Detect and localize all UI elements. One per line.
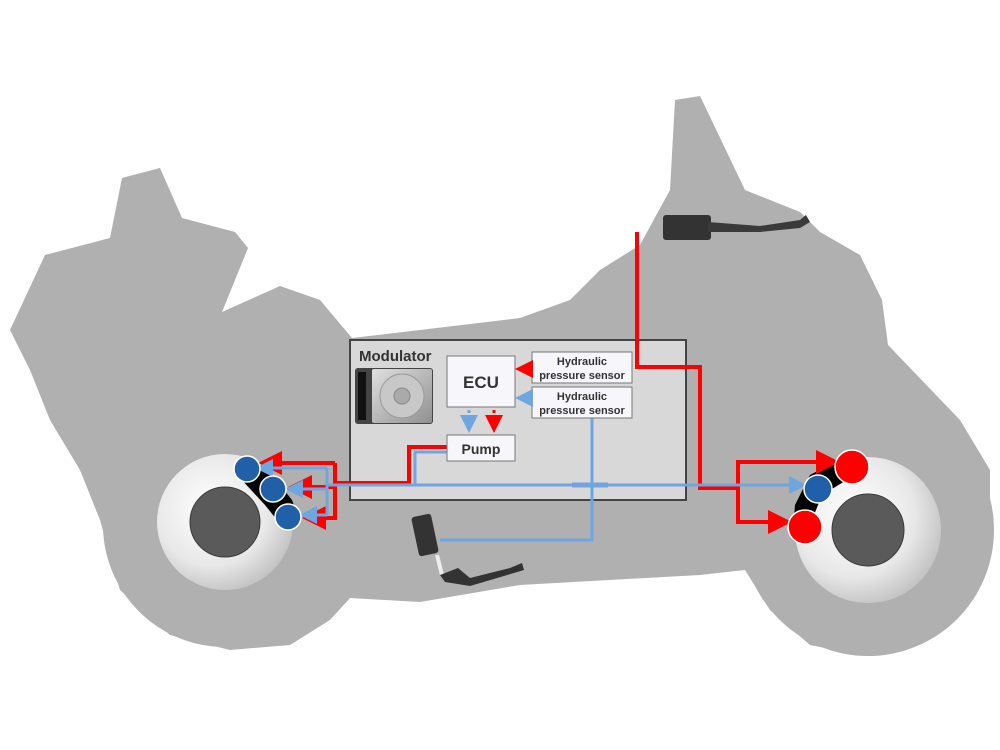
pump-box: Pump	[446, 434, 516, 462]
front-brake-lever	[663, 215, 810, 240]
modulator-box: Modulator	[349, 339, 687, 501]
modulator-unit-image	[355, 368, 433, 424]
modulator-title: Modulator	[359, 348, 432, 365]
rear-caliper-pistons	[233, 455, 302, 531]
front-pressure-sensor: Hydraulic pressure sensor	[531, 351, 633, 384]
pump-label: Pump	[462, 441, 501, 457]
ecu-box: ECU	[446, 355, 516, 408]
signal-arrows	[460, 360, 533, 433]
rear-wheel-disc	[157, 454, 293, 590]
sensor-label-line2: pressure sensor	[539, 370, 625, 382]
sensor-label-line1: Hydraulic	[557, 391, 607, 403]
rear-brake-circuit	[255, 418, 807, 542]
sensor-label-line1: Hydraulic	[557, 356, 607, 368]
front-caliper-pistons	[787, 449, 870, 545]
sensor-label-line2: pressure sensor	[539, 405, 625, 417]
ecu-label: ECU	[463, 373, 499, 392]
rear-brake-pedal	[411, 513, 524, 586]
rear-pressure-sensor: Hydraulic pressure sensor	[531, 386, 633, 419]
